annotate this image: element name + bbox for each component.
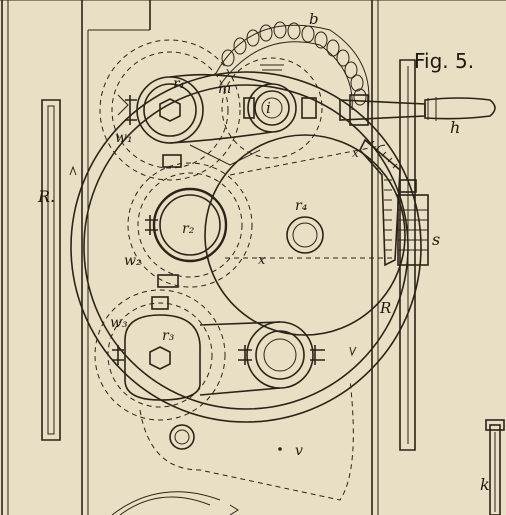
- label-h: h: [450, 118, 460, 137]
- wheel-r4: [204, 134, 406, 336]
- handle-h: [339, 94, 496, 126]
- label-b: b: [309, 10, 319, 28]
- wheel-r2: [127, 154, 253, 288]
- label-m: m: [218, 81, 231, 97]
- label-x-mid: x: [258, 253, 266, 268]
- label-r1: r₁: [173, 76, 185, 92]
- label-R-left: R.: [37, 187, 55, 206]
- belt-m: [169, 73, 273, 166]
- label-w2: w₂: [124, 253, 142, 269]
- label-s: s: [432, 230, 440, 249]
- chain-b: [214, 21, 370, 111]
- label-r4: r₄: [295, 198, 308, 214]
- lower-pulley: [199, 321, 325, 396]
- label-r3: r₃: [162, 328, 175, 344]
- rack-s: [359, 138, 429, 267]
- label-i: i: [266, 99, 271, 117]
- wheel-r3: [94, 289, 226, 421]
- label-w1: w₁: [115, 130, 133, 146]
- bottom-parts: [111, 379, 354, 515]
- label-w3: w₃: [110, 315, 128, 331]
- drive-ring-R: [69, 71, 422, 423]
- label-k: k: [480, 475, 490, 494]
- label-R-right: R: [379, 299, 391, 317]
- label-r2: r₂: [182, 221, 195, 237]
- figure-title: Fig. 5.: [414, 49, 474, 73]
- label-v: v: [295, 443, 303, 459]
- handle-k: [485, 419, 505, 515]
- label-x-top: x: [352, 146, 359, 160]
